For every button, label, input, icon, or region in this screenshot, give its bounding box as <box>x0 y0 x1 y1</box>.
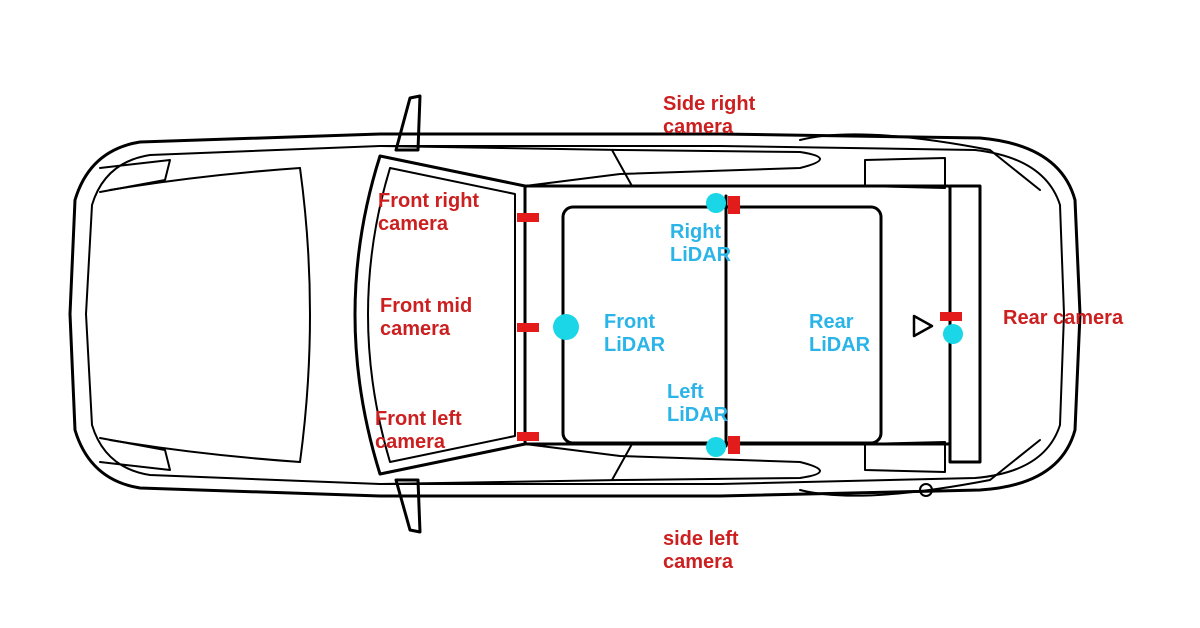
label-line: camera <box>378 213 449 235</box>
hood-crease <box>299 167 311 463</box>
taillight-right <box>864 157 946 189</box>
label-line: camera <box>380 318 451 340</box>
side-window-right <box>379 145 821 187</box>
right-lidar-dot <box>706 193 726 213</box>
rear-camera-label: Rear camera <box>1003 307 1123 330</box>
mirror-right <box>394 94 422 152</box>
right-lidar-label: Right LiDAR <box>670 221 731 267</box>
left-lidar-dot <box>706 437 726 457</box>
rear-fender-right <box>799 133 1041 191</box>
label-line: camera <box>663 116 734 138</box>
rear-window <box>948 184 982 464</box>
label-line: LiDAR <box>809 334 871 356</box>
roof <box>523 184 952 446</box>
rear-lidar-dot <box>943 324 963 344</box>
fuel-cap <box>919 483 933 497</box>
car-body-inner <box>85 145 1065 485</box>
label-line: Side right <box>663 93 756 115</box>
label-line: Front mid <box>380 295 473 317</box>
front-lidar-label: Front LiDAR <box>604 311 665 357</box>
hood-line-left <box>109 439 301 463</box>
mirror-left <box>394 478 422 534</box>
direction-arrow-icon <box>912 314 934 338</box>
label-line: Front left <box>375 408 462 430</box>
front-mid-camera-marker <box>517 323 539 332</box>
windshield-inner <box>367 167 516 463</box>
side-right-camera-marker <box>728 196 740 214</box>
label-line: Rear <box>809 311 854 333</box>
front-left-camera-marker <box>517 432 539 441</box>
side-right-camera-label: Side right camera <box>663 93 755 139</box>
front-right-camera-marker <box>517 213 539 222</box>
label-line: Right <box>670 221 722 243</box>
hood-line-right <box>109 167 301 191</box>
side-window-left <box>379 443 821 485</box>
label-line: LiDAR <box>604 334 666 356</box>
front-right-camera-label: Front right camera <box>378 190 479 236</box>
front-mid-camera-label: Front mid camera <box>380 295 472 341</box>
rear-fender-left <box>799 439 1041 497</box>
front-lidar-dot <box>553 314 579 340</box>
label-line: Front right <box>378 190 480 212</box>
headlight-left <box>99 437 171 471</box>
taillight-left <box>864 441 946 473</box>
label-line: Front <box>604 311 656 333</box>
side-left-camera-marker <box>728 436 740 454</box>
rear-camera-marker <box>940 312 962 321</box>
label-line: Rear camera <box>1003 307 1124 329</box>
label-line: camera <box>663 551 734 573</box>
car-body-outline <box>68 132 1082 498</box>
label-line: camera <box>375 431 446 453</box>
label-line: side left <box>663 528 739 550</box>
front-left-camera-label: Front left camera <box>375 408 462 454</box>
label-line: Left <box>667 381 704 403</box>
headlight-right <box>99 159 171 193</box>
side-left-camera-label: side left camera <box>663 528 739 574</box>
left-lidar-label: Left LiDAR <box>667 381 728 427</box>
door-line-left <box>611 443 633 481</box>
windshield <box>353 154 527 476</box>
door-line-right <box>611 149 633 187</box>
label-line: LiDAR <box>667 404 729 426</box>
rear-lidar-label: Rear LiDAR <box>809 311 870 357</box>
label-line: LiDAR <box>670 244 732 266</box>
